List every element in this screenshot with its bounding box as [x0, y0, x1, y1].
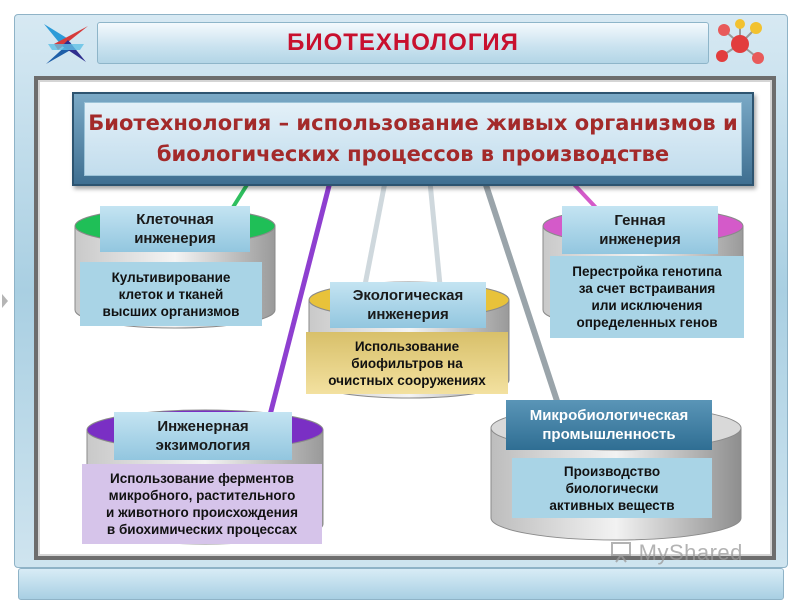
definition-text: Биотехнология – использование живых орга… [88, 108, 737, 170]
definition-inner: Биотехнология – использование живых орга… [84, 102, 742, 176]
connector-micro [482, 181, 563, 411]
connector-eco-right [427, 181, 443, 286]
definition-line-2: биологических процессов в производстве [156, 142, 670, 166]
side-arrow-icon [2, 294, 8, 308]
molecule-logo-icon [716, 19, 764, 64]
title-bar: БИОТЕХНОЛОГИЯ [97, 22, 709, 64]
connector-enzyme [267, 181, 333, 416]
page-title: БИОТЕХНОЛОГИЯ [287, 29, 519, 56]
definition-line-1: Биотехнология – использование живых орга… [88, 111, 738, 135]
definition-box: Биотехнология – использование живых орга… [72, 92, 754, 186]
bottom-bar [18, 568, 784, 600]
crossed-arrows-logo-icon [44, 24, 88, 64]
presentation-icon [611, 542, 631, 563]
connector-eco-left [362, 181, 388, 286]
watermark: MyShared [610, 540, 743, 566]
watermark-text: MyShared [638, 540, 743, 565]
